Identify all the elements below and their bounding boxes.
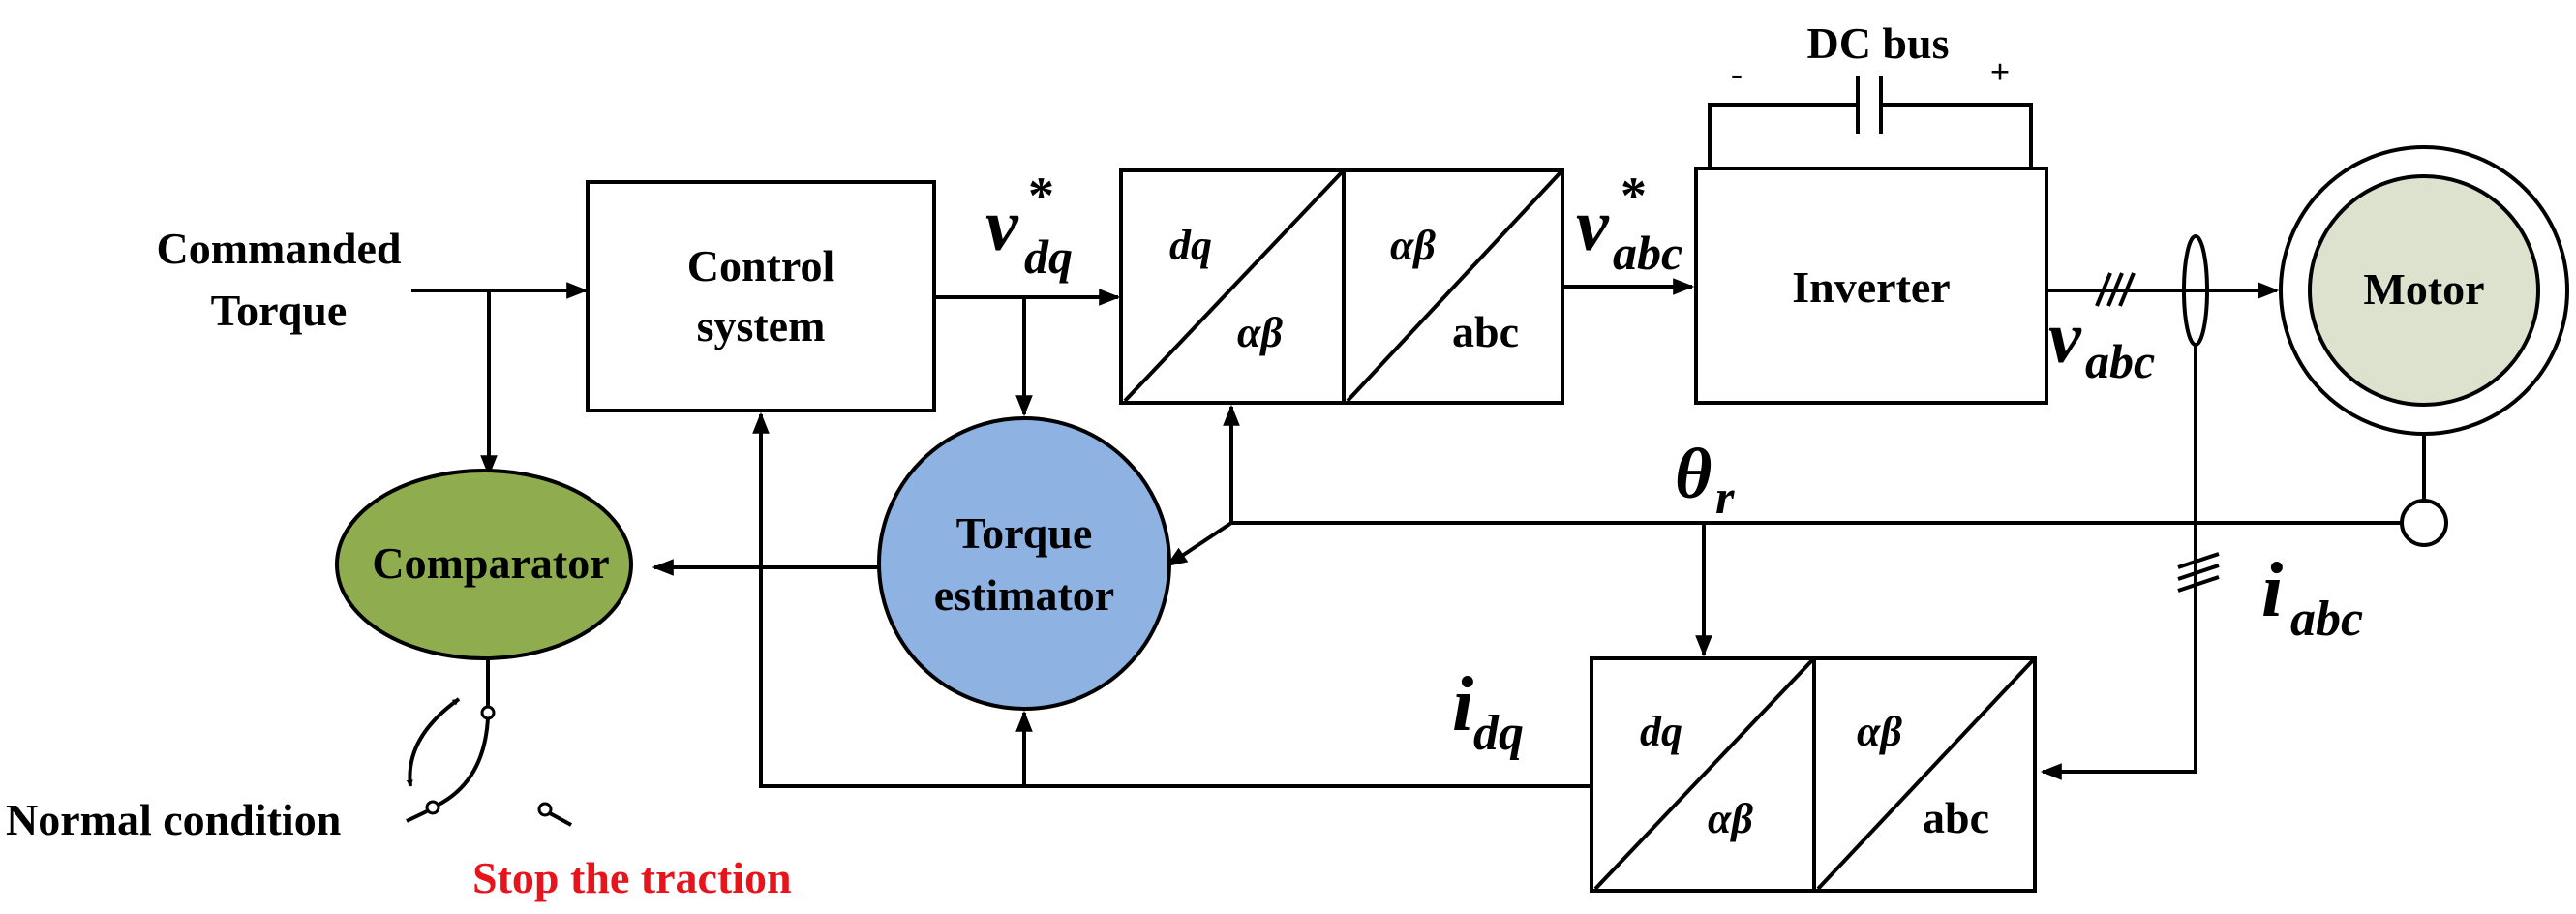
dq-to-alphabeta-lower-diagonal xyxy=(1593,658,1814,891)
torque-estimator-line2: estimator xyxy=(934,570,1114,620)
inverter-label: Inverter xyxy=(1792,262,1950,312)
traction-switch xyxy=(406,658,572,827)
i-dq-sub: dq xyxy=(1473,706,1524,761)
dc-bus-label: DC bus xyxy=(1806,18,1949,68)
switch-blade xyxy=(432,717,490,809)
theta-to-estimator-arrow xyxy=(1166,521,1233,567)
alphabeta-to-abc-lower-top: αβ xyxy=(1857,708,1902,755)
switch-stop-lead xyxy=(549,811,572,827)
alphabeta-to-abc-lower-diagonal xyxy=(1816,658,2035,891)
torque-estimator-line1: Torque xyxy=(956,508,1093,558)
commanded-torque-line1: Commanded xyxy=(156,224,401,273)
v-abc-label: v abc xyxy=(2048,297,2155,388)
commanded-torque-label: Commanded Torque xyxy=(156,224,401,335)
v-dq-main: v xyxy=(985,185,1019,266)
dc-bus-capacitor xyxy=(1708,76,2033,168)
current-feedback-line xyxy=(2040,345,2197,780)
dc-bus-left-wire xyxy=(1708,103,1858,168)
switch-contact-stop xyxy=(537,802,553,817)
i-abc-main: i xyxy=(2261,548,2283,633)
switch-normal-lead xyxy=(406,809,428,823)
stop-traction-label: Stop the traction xyxy=(472,853,792,902)
theta-r-label: θ r xyxy=(1675,435,1735,524)
v-abc-sub: abc xyxy=(2085,334,2155,388)
v-dq-sup: * xyxy=(1028,167,1054,225)
i-abc-sub: abc xyxy=(2290,592,2363,647)
inverter-block xyxy=(1694,167,2048,405)
i-dq-label: i dq xyxy=(1452,662,1524,761)
commanded-torque-line2: Torque xyxy=(211,286,348,335)
comparator-label: Comparator xyxy=(372,538,609,588)
dq-to-alphabeta-lower-bottom: αβ xyxy=(1708,795,1753,842)
v-dq-star-label: v dq * xyxy=(985,167,1073,284)
dc-bus-plus: + xyxy=(1990,52,2011,91)
alphabeta-to-abc-top: αβ xyxy=(1390,222,1436,269)
dq-to-alphabeta-top: dq xyxy=(1169,222,1212,269)
three-phase-mark-lower xyxy=(2177,552,2220,593)
alphabeta-to-abc-lower-bottom: abc xyxy=(1923,793,1989,842)
alphabeta-to-abc-diagonal xyxy=(1346,170,1562,403)
i-abc-label: i abc xyxy=(2261,548,2363,647)
i-dq-main: i xyxy=(1452,662,1473,747)
switch-toggle-arc xyxy=(406,697,461,787)
control-system-block xyxy=(586,180,936,412)
comparator-block xyxy=(335,469,633,660)
v-abc-star-main: v xyxy=(1576,185,1610,266)
dc-bus-right-wire xyxy=(1881,103,2033,168)
three-phase-mark-upper xyxy=(2095,272,2136,307)
motor-label: Motor xyxy=(2363,264,2484,314)
theta-sub: r xyxy=(1715,470,1735,524)
v-dq-sub: dq xyxy=(1024,229,1073,284)
theta-main: θ xyxy=(1675,435,1712,514)
v-abc-star-sup: * xyxy=(1621,167,1647,225)
torque-estimator-block xyxy=(877,416,1171,711)
dq-to-alphabeta-bottom: αβ xyxy=(1237,309,1283,356)
motor-body xyxy=(2308,174,2540,407)
v-abc-star-sub: abc xyxy=(1613,226,1682,280)
normal-condition-label: Normal condition xyxy=(6,795,341,844)
dq-to-alphabeta-diagonal xyxy=(1123,170,1344,403)
v-abc-main: v xyxy=(2048,297,2082,379)
control-system-line2: system xyxy=(697,301,826,350)
switch-pivot xyxy=(480,705,496,720)
switch-contact-normal xyxy=(425,800,440,815)
dc-bus-minus: - xyxy=(1731,54,1743,93)
control-system-line1: Control xyxy=(687,241,835,290)
position-encoder xyxy=(2400,499,2448,547)
alphabeta-to-abc-bottom: abc xyxy=(1452,307,1519,356)
dq-to-alphabeta-lower-top: dq xyxy=(1640,708,1682,755)
idq-to-control-arrow xyxy=(752,411,1591,788)
v-abc-star-label: v abc * xyxy=(1576,167,1682,280)
